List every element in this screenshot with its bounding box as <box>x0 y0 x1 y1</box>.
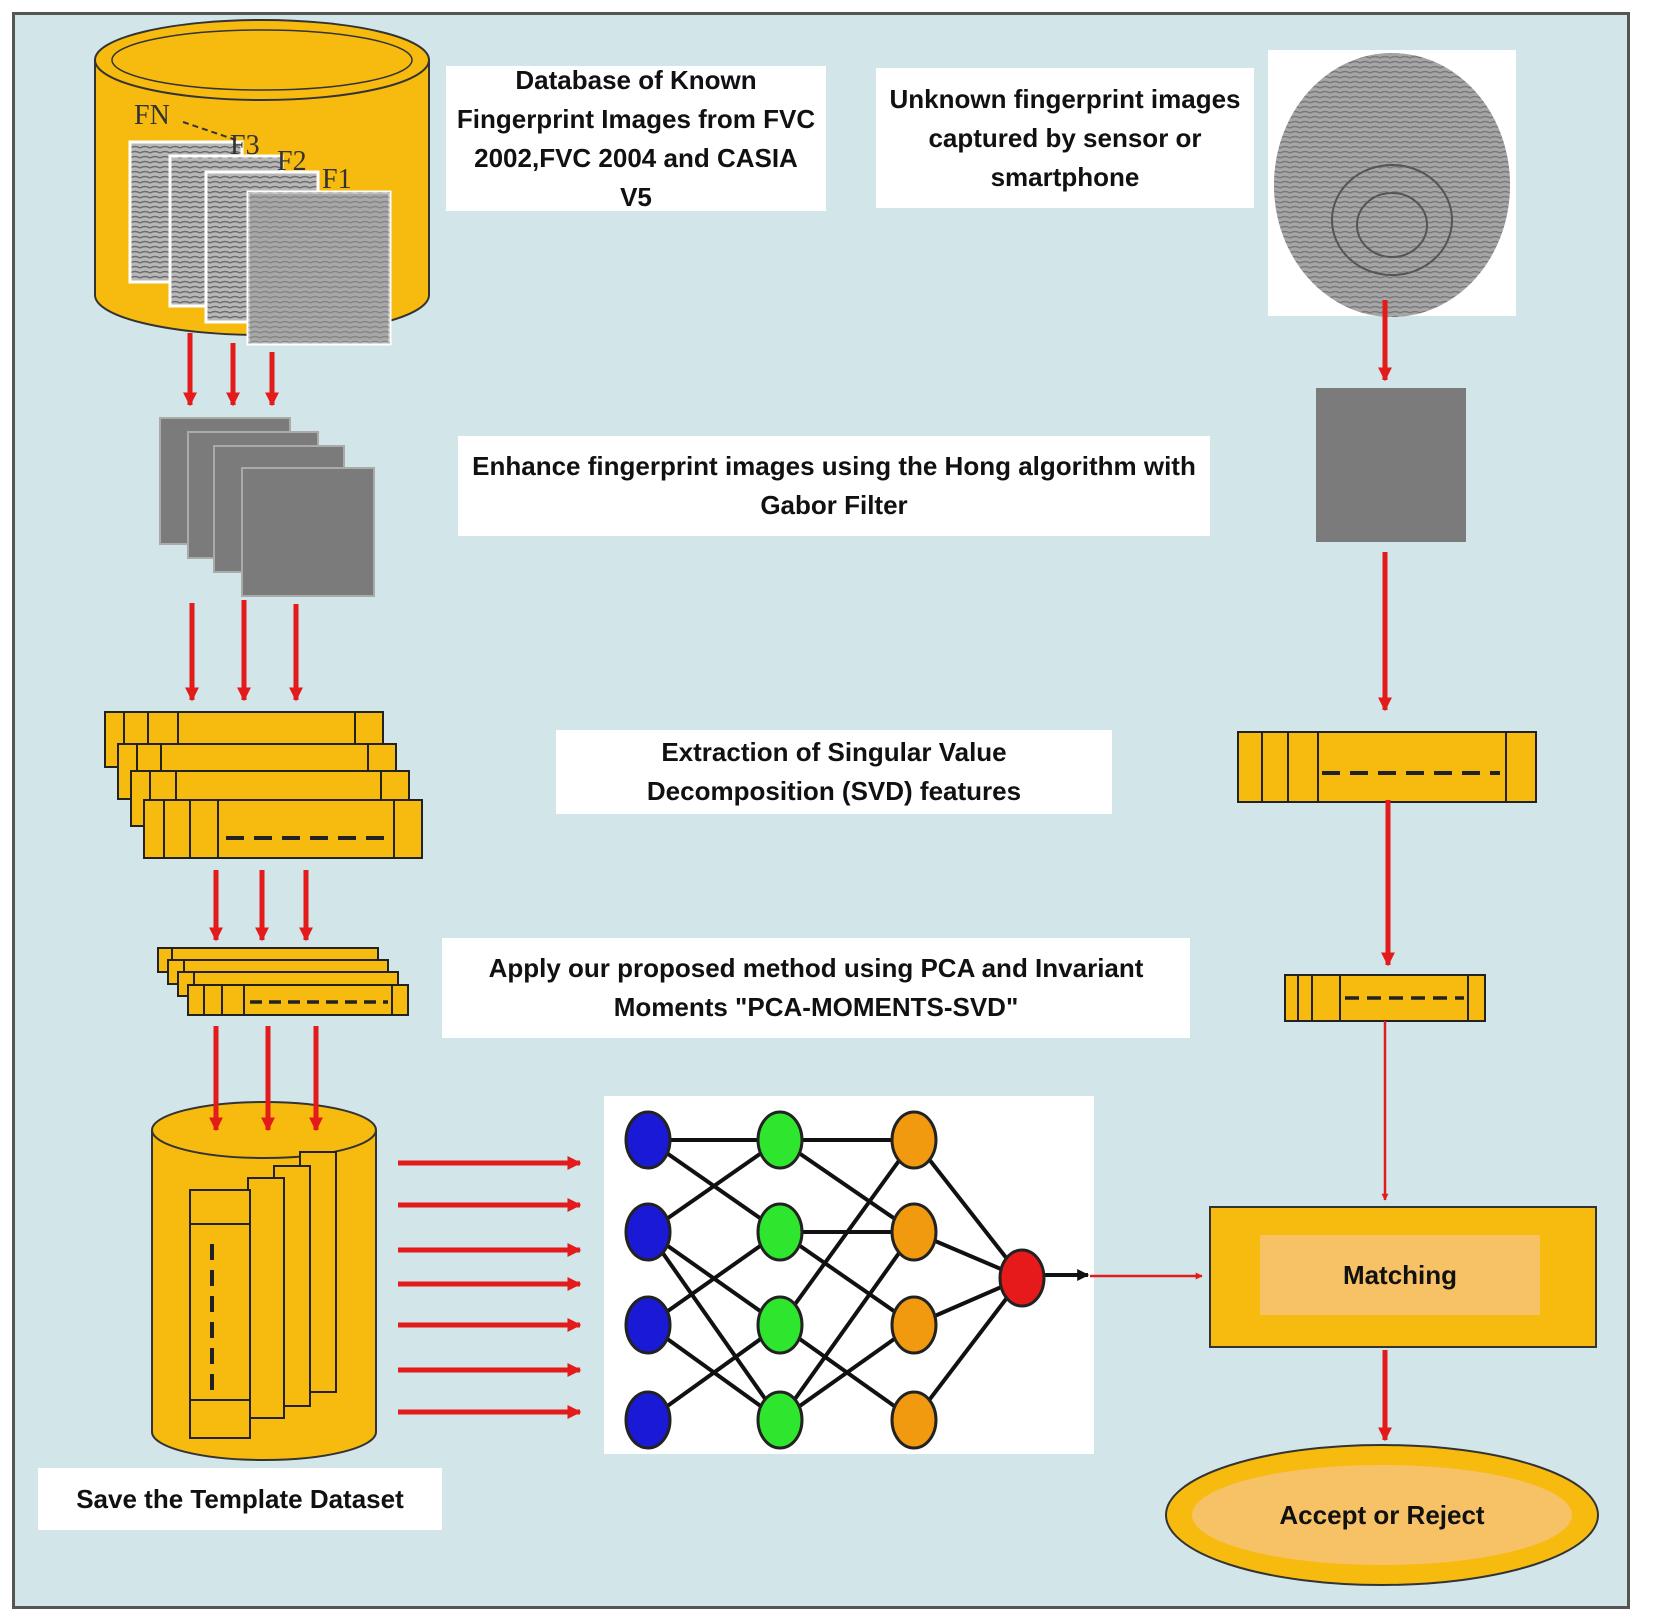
stack-label-f3: F3 <box>230 130 260 161</box>
unknown-fingerprint-image <box>1268 50 1516 317</box>
hidden-node <box>756 1390 804 1450</box>
decision-ellipse <box>1165 1444 1599 1586</box>
hidden-node <box>890 1202 938 1262</box>
reduced-feature-vector-unknown <box>1284 974 1486 1022</box>
enhanced-image-stack <box>159 417 375 597</box>
hidden-node <box>890 1390 938 1450</box>
decision-label: Accept or Reject <box>1279 1499 1485 1530</box>
proposed-method-label: Apply our proposed method using PCA and … <box>442 938 1190 1038</box>
stack-label-fn: FN <box>134 100 170 131</box>
input-node <box>624 1295 672 1355</box>
input-node <box>624 1110 672 1170</box>
stack-label-f1: F1 <box>322 164 352 195</box>
flow-arrows <box>183 300 1395 1442</box>
known-fingerprint-stack <box>128 121 392 346</box>
template-dataset-cylinder <box>151 1101 377 1461</box>
matching-label: Matching <box>1342 1259 1458 1290</box>
enhance-step-label: Enhance fingerprint images using the Hon… <box>458 436 1210 536</box>
hidden-node <box>756 1295 804 1355</box>
output-node <box>998 1248 1046 1308</box>
neural-network-nodes <box>624 1110 1046 1450</box>
matching-box <box>1209 1206 1597 1348</box>
input-node <box>624 1202 672 1262</box>
database-label: Database of Known Fingerprint Images fro… <box>446 65 826 212</box>
svd-feature-vector-stack <box>104 711 423 859</box>
unknown-fingerprint-label: Unknown fingerprint images captured by s… <box>876 68 1254 208</box>
extraction-step-label: Extraction of Singular Value Decompositi… <box>556 730 1112 814</box>
hidden-node <box>890 1295 938 1355</box>
hidden-node <box>756 1110 804 1170</box>
save-template-label: Save the Template Dataset <box>38 1468 442 1530</box>
stack-label-f2: F2 <box>277 146 307 177</box>
svd-feature-vector-unknown <box>1237 731 1537 803</box>
hidden-node <box>756 1202 804 1262</box>
enhanced-unknown-image <box>1316 388 1466 542</box>
reduced-feature-vector-stack <box>157 947 409 1016</box>
hidden-node <box>890 1110 938 1170</box>
input-node <box>624 1390 672 1450</box>
